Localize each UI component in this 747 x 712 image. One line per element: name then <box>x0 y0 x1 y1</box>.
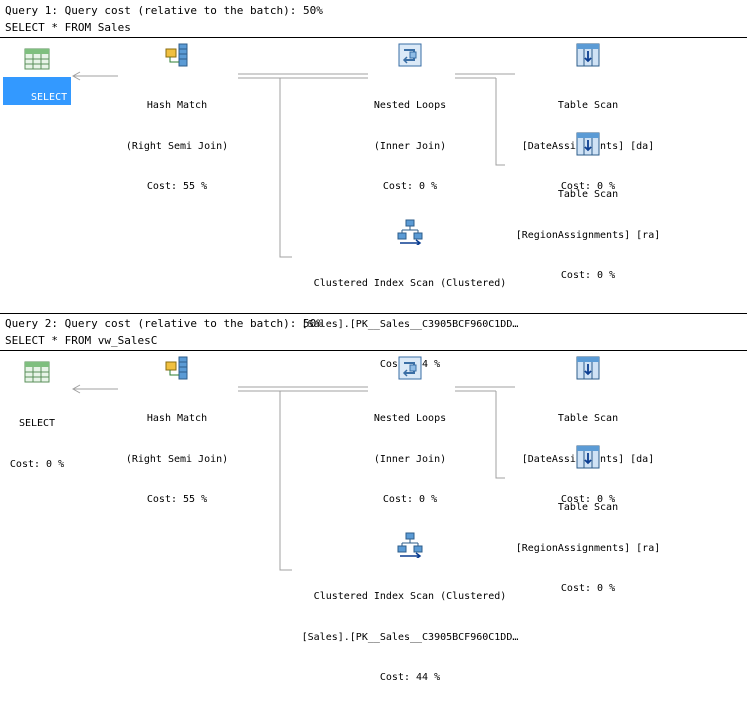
node-subtitle: [DateAssignments] [da] <box>521 453 655 465</box>
hash-match-node[interactable]: Hash Match (Right Semi Join) Cost: 55 % <box>117 72 237 221</box>
node-cost: Cost: 0 % <box>382 494 438 505</box>
query-statement: SELECT * FROM Sales <box>5 21 131 34</box>
node-subtitle: (Inner Join) <box>373 140 447 152</box>
node-title: Hash Match <box>146 413 208 424</box>
clustered-index-scan-node[interactable]: Clustered Index Scan (Clustered) [Sales]… <box>290 563 530 712</box>
node-cost: Cost: 0 % <box>560 494 616 505</box>
hash-match-icon <box>165 43 189 71</box>
node-cost: Cost: 0 % <box>560 583 616 594</box>
node-cost: Cost: 44 % <box>379 672 441 683</box>
select-label: SELECT <box>30 92 68 103</box>
node-cost: Cost: 0 % <box>560 181 616 192</box>
node-title: Clustered Index Scan (Clustered) <box>313 591 507 602</box>
select-node[interactable]: SELECT Cost: 0 % <box>3 77 81 117</box>
query-plan-2: Query 2: Query cost (relative to the bat… <box>0 313 747 683</box>
node-subtitle: (Right Semi Join) <box>125 140 229 152</box>
node-subtitle: (Inner Join) <box>373 453 447 465</box>
clustered-index-scan-node[interactable]: Clustered Index Scan (Clustered) [Sales]… <box>290 250 530 399</box>
table-scan-icon <box>576 132 600 160</box>
node-title: Nested Loops <box>373 413 447 424</box>
node-cost: Cost: 55 % <box>146 181 208 192</box>
node-subtitle: [RegionAssignments] [ra] <box>515 542 661 554</box>
table-scan-icon <box>576 43 600 71</box>
divider <box>0 350 747 351</box>
node-cost: Cost: 55 % <box>146 494 208 505</box>
node-subtitle: [RegionAssignments] [ra] <box>515 229 661 241</box>
node-title: Clustered Index Scan (Clustered) <box>313 278 507 289</box>
select-table-icon <box>24 361 50 387</box>
node-cost: Cost: 44 % <box>379 359 441 370</box>
table-scan-region-node[interactable]: Table Scan [RegionAssignments] [ra] Cost… <box>504 161 672 310</box>
node-title: Nested Loops <box>373 100 447 111</box>
node-title: Table Scan <box>557 189 619 200</box>
query-header: Query 2: Query cost (relative to the bat… <box>5 317 323 330</box>
nested-loops-node[interactable]: Nested Loops (Inner Join) Cost: 0 % <box>350 72 470 221</box>
clustered-index-scan-icon <box>397 219 423 249</box>
divider <box>0 37 747 38</box>
select-table-icon <box>24 48 50 74</box>
hash-match-icon <box>165 356 189 384</box>
table-scan-region-node[interactable]: Table Scan [RegionAssignments] [ra] Cost… <box>504 474 672 623</box>
nested-loops-icon <box>398 356 422 384</box>
clustered-index-scan-icon <box>397 532 423 562</box>
nested-loops-node[interactable]: Nested Loops (Inner Join) Cost: 0 % <box>350 385 470 534</box>
node-title: Hash Match <box>146 100 208 111</box>
table-scan-date-node[interactable]: Table Scan [DateAssignments] [da] Cost: … <box>508 72 668 221</box>
query-statement: SELECT * FROM vw_SalesC <box>5 334 158 347</box>
table-scan-icon <box>576 356 600 384</box>
node-subtitle: [DateAssignments] [da] <box>521 140 655 152</box>
nested-loops-icon <box>398 43 422 71</box>
node-cost: Cost: 0 % <box>382 181 438 192</box>
table-scan-icon <box>576 445 600 473</box>
select-node[interactable]: SELECT Cost: 0 % <box>3 390 71 498</box>
plan-connectors <box>71 384 515 571</box>
select-label: SELECT <box>18 418 56 429</box>
node-subtitle: [Sales].[PK__Sales__C3905BCF960C1DD… <box>301 631 519 643</box>
node-title: Table Scan <box>557 502 619 513</box>
query-header: Query 1: Query cost (relative to the bat… <box>5 4 323 17</box>
node-cost: Cost: 0 % <box>560 270 616 281</box>
table-scan-date-node[interactable]: Table Scan [DateAssignments] [da] Cost: … <box>508 385 668 534</box>
node-subtitle: [Sales].[PK__Sales__C3905BCF960C1DD… <box>301 318 519 330</box>
hash-match-node[interactable]: Hash Match (Right Semi Join) Cost: 55 % <box>117 385 237 534</box>
plan-connectors <box>71 71 515 258</box>
divider <box>0 313 747 314</box>
select-cost: Cost: 0 % <box>27 106 82 117</box>
node-subtitle: (Right Semi Join) <box>125 453 229 465</box>
query-plan-1: Query 1: Query cost (relative to the bat… <box>0 0 747 370</box>
node-title: Table Scan <box>557 413 619 424</box>
select-cost: Cost: 0 % <box>9 458 65 470</box>
node-title: Table Scan <box>557 100 619 111</box>
